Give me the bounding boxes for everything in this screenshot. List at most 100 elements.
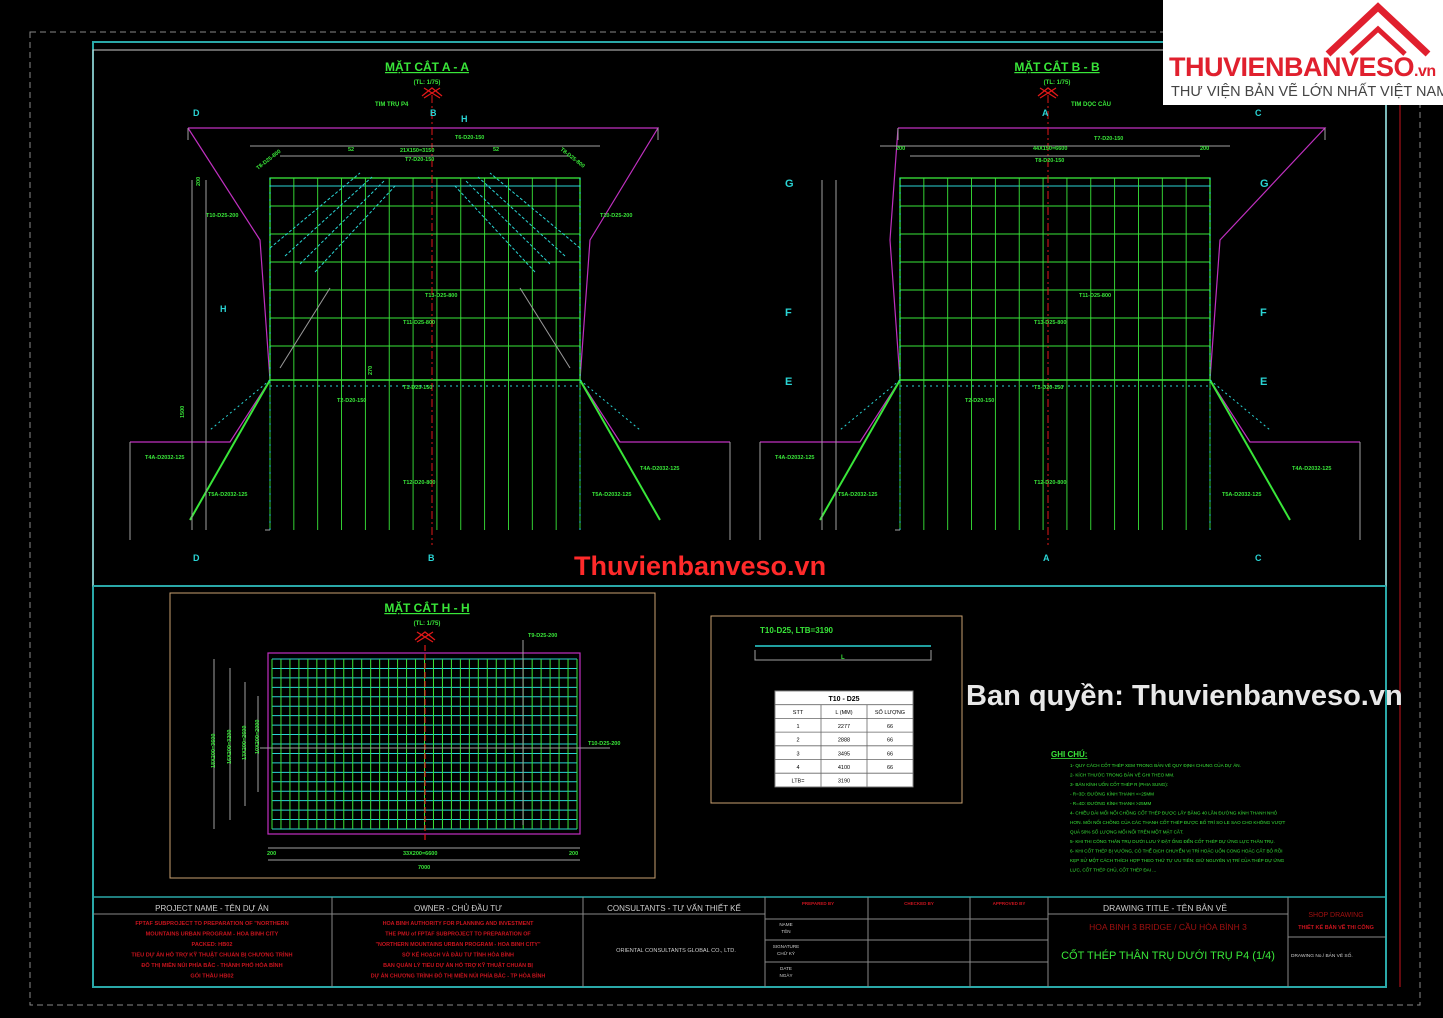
bridge-name: HOA BINH 3 BRIDGE / CẦU HÒA BÌNH 3 bbox=[1089, 922, 1247, 932]
note-line: HƠN. MỐI NỐI CHỒNG CỦA CÁC THANH CỐT THÉ… bbox=[1070, 819, 1285, 825]
rebar-label: T1-D25-150 bbox=[403, 385, 432, 391]
drawing-title-header: DRAWING TITLE - TÊN BẢN VẼ bbox=[1103, 902, 1227, 913]
rebar-label: T2-D20-150 bbox=[337, 398, 366, 404]
section-marker-d-bottom: D bbox=[193, 553, 200, 563]
rebar-label: T10-D25-200 bbox=[600, 213, 632, 219]
table-cell: 66 bbox=[887, 724, 893, 730]
section-marker-a-bottom: A bbox=[1043, 553, 1050, 563]
owner-header: OWNER - CHỦ ĐẦU TƯ bbox=[414, 903, 502, 913]
rebar-detail-title: T10-D25, LTB=3190 bbox=[760, 626, 834, 635]
section-marker-b-bottom: B bbox=[428, 553, 435, 563]
rebar-label: T4A-D2032-125 bbox=[1292, 466, 1331, 472]
dim-line bbox=[897, 128, 1326, 140]
diagonal-rebar bbox=[477, 176, 566, 257]
diagonal-rebar bbox=[299, 180, 385, 265]
notes-heading: GHI CHÚ: bbox=[1051, 750, 1087, 759]
stage-en: SHOP DRAWING bbox=[1308, 912, 1363, 919]
concrete-outline bbox=[130, 127, 730, 443]
table-header-cell: STT bbox=[793, 710, 804, 716]
diagonal-rebar bbox=[489, 172, 581, 249]
note-line: - R=3D: ĐƯỜNG KÍNH THANH <=25MM bbox=[1070, 791, 1154, 797]
table-cell: 2277 bbox=[838, 724, 850, 730]
row-label: NAME bbox=[779, 922, 792, 927]
rebar-label: T10-D25-200 bbox=[588, 741, 620, 747]
rebar-label: T4A-D2032-125 bbox=[640, 466, 679, 472]
note-line: LỰC, CỐT THÉP CHỦ, CỐT THÉP ĐAI ... bbox=[1070, 867, 1156, 873]
owner-line: BAN QUẢN LÝ TIỂU DỰ ÁN HỖ TRỢ KỸ THUẬT C… bbox=[383, 962, 533, 969]
table-cell: 3495 bbox=[838, 751, 850, 757]
watermark-center: Thuvienbanveso.vn bbox=[574, 551, 827, 581]
table-cell: 66 bbox=[887, 765, 893, 771]
table-cell: 2 bbox=[796, 738, 799, 744]
project-name-line: GÓI THẦU HB02 bbox=[190, 972, 233, 980]
dimension-label: 200 bbox=[896, 146, 905, 152]
section-marker-c-bottom: C bbox=[1255, 553, 1262, 563]
flare-rebar bbox=[579, 379, 661, 521]
table-cell: 66 bbox=[887, 751, 893, 757]
rebar-label: T9-D25-200 bbox=[528, 633, 557, 639]
leader bbox=[279, 287, 331, 369]
site-logo[interactable]: THUVIENBANVESO.vn THƯ VIỆN BẢN VẼ LỚN NH… bbox=[1163, 0, 1443, 105]
row-label: CHỮ KÝ bbox=[777, 950, 795, 956]
section-bb-drawing bbox=[759, 87, 1361, 545]
section-marker-d: D bbox=[193, 108, 200, 118]
dimension-label: 200 bbox=[196, 177, 202, 186]
diagonal-rebar bbox=[284, 176, 373, 257]
dimension-label: 13X200=2600 bbox=[242, 726, 248, 760]
north-arrow-icon bbox=[1037, 87, 1059, 99]
column-outline bbox=[269, 177, 581, 381]
outer-border bbox=[29, 31, 1421, 1006]
logo-brand-suffix: .vn bbox=[1414, 63, 1436, 80]
section-aa-axis-label: TIM TRỤ P4 bbox=[375, 102, 409, 108]
section-marker-e-left: E bbox=[785, 376, 792, 388]
section-marker-b: B bbox=[430, 108, 437, 118]
dimension-label: 33X200=6600 bbox=[403, 851, 437, 857]
rebar-label: T13-D25-800 bbox=[1034, 320, 1066, 326]
section-marker-g-right: G bbox=[1260, 178, 1269, 190]
rebar-label: T8-D25-800 bbox=[559, 147, 586, 170]
table-header-cell: SỐ LƯỢNG bbox=[875, 709, 905, 716]
section-marker-h: H bbox=[461, 114, 468, 124]
logo-tagline: THƯ VIỆN BẢN VẼ LỚN NHẤT VIỆT NAM bbox=[1171, 84, 1443, 100]
house-roof-icon bbox=[1325, 2, 1431, 57]
table-cell: 1 bbox=[796, 724, 799, 730]
concrete-outline bbox=[760, 127, 1360, 443]
owner-line: THE PMU of FPTAF SUBPROJECT TO PREPARATI… bbox=[385, 932, 531, 938]
table-cell: 4 bbox=[796, 765, 799, 771]
dimension-label: 52 bbox=[493, 147, 499, 153]
flare-rebar bbox=[579, 379, 641, 431]
dimension-label: 52 bbox=[348, 147, 354, 153]
row-label: TÊN bbox=[781, 927, 790, 934]
row-label: NGÀY bbox=[779, 972, 792, 978]
note-line: QUÁ 50% SỐ LƯỢNG MỐI NỐI TRÊN MỘT MẶT CẮ… bbox=[1070, 828, 1184, 835]
section-marker-e-right: E bbox=[1260, 376, 1267, 388]
dimension-label: 200 bbox=[1200, 146, 1209, 152]
section-hh-title: MẶT CẮT H - H bbox=[384, 600, 469, 615]
rebar-label: T8-D25-800 bbox=[256, 149, 283, 172]
owner-line: SỞ KẾ HOẠCH VÀ ĐẦU TƯ TỈNH HÒA BÌNH bbox=[402, 951, 514, 959]
leader bbox=[519, 287, 571, 369]
project-name-header: PROJECT NAME - TÊN DỰ ÁN bbox=[155, 904, 269, 913]
rebar-label: T12-D20-800 bbox=[1034, 480, 1066, 486]
note-line: 3- BÁN KÍNH UỐN CỐT THÉP R (PHIA SUNG): bbox=[1070, 781, 1168, 787]
logo-brand-text: THUVIENBANVESO bbox=[1169, 52, 1415, 82]
owner-line: DỰ ÁN CHƯƠNG TRÌNH ĐÔ THỊ MIỀN NÚI PHÍA … bbox=[371, 972, 546, 980]
flare-rebar bbox=[209, 379, 271, 431]
rebar-label: T10-D25-200 bbox=[206, 213, 238, 219]
rebar-label: T5A-D2032-125 bbox=[208, 492, 247, 498]
rebar-label: T2-D20-150 bbox=[965, 398, 994, 404]
rebar-label: T13-D25-800 bbox=[425, 293, 457, 299]
sheet-frame bbox=[92, 41, 1387, 988]
rebar-label: T5A-D2032-125 bbox=[838, 492, 877, 498]
rebar-label: T5A-D2032-125 bbox=[1222, 492, 1261, 498]
logo-brand: THUVIENBANVESO.vn bbox=[1169, 52, 1436, 83]
section-aa-drawing bbox=[129, 87, 731, 545]
project-name-line: ĐÔ THỊ MIỀN NÚI PHÍA BẮC - THÀNH PHỐ HÒA… bbox=[141, 961, 282, 969]
row-label: SIGNATURE bbox=[773, 944, 799, 949]
note-line: KẸP SỬ MỘT CÁCH THÍCH HỢP THEO THỨ TỰ ƯU… bbox=[1070, 856, 1285, 863]
table-cell: 3 bbox=[796, 751, 799, 757]
section-bb-title: MẶT CẮT B - B bbox=[1014, 59, 1100, 74]
rebar-detail-frame bbox=[710, 615, 963, 804]
dimension-label: 7000 bbox=[418, 865, 430, 871]
